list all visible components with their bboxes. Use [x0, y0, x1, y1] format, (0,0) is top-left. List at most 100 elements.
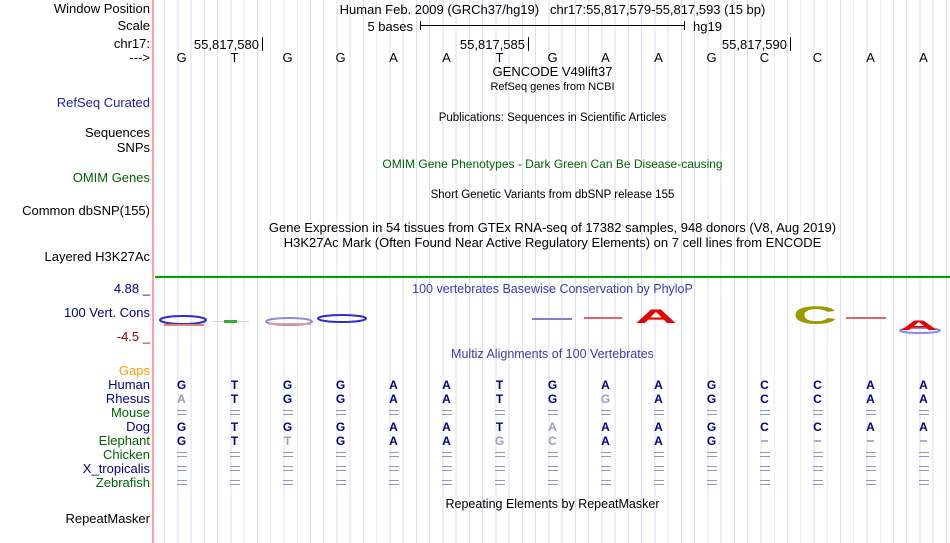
assembly-date-text: Human Feb. 2009 (GRCh37/hg19)	[339, 2, 540, 17]
ruler-tick	[528, 37, 529, 51]
alignment-gap-mark	[229, 480, 240, 485]
left-label-chrom: chr17:	[113, 36, 150, 51]
alignment-gap-mark	[706, 410, 717, 415]
alignment-base: G	[706, 420, 717, 434]
alignment-gap-mark	[759, 480, 770, 485]
alignment-gap-mark	[918, 410, 929, 415]
left-label-cons-track[interactable]: 100 Vert. Cons	[64, 305, 150, 320]
ruler-tick	[262, 37, 263, 51]
center-label-gencode-title[interactable]: GENCODE V49lift37	[492, 64, 613, 79]
species-label-zebrafish[interactable]: Zebrafish	[95, 475, 150, 490]
scale-bar-left-tick	[420, 21, 421, 30]
ruler-base: T	[495, 50, 504, 65]
alignment-dash-mark	[867, 440, 874, 442]
alignment-gap-mark	[335, 466, 346, 471]
center-label-h3k27ac-desc[interactable]: H3K27Ac Mark (Often Found Near Active Re…	[283, 235, 822, 250]
center-label-dbsnp-desc[interactable]: Short Genetic Variants from dbSNP releas…	[430, 189, 675, 201]
alignment-base: A	[866, 378, 875, 392]
left-label-scale-row: Scale	[117, 18, 150, 33]
alignment-gap-mark	[388, 452, 399, 457]
alignment-gap-mark	[282, 480, 293, 485]
position-range-text: chr17:55,817,579-55,817,593 (15 bp)	[549, 2, 766, 17]
alignment-base: G	[335, 434, 346, 448]
left-label-omim-genes[interactable]: OMIM Genes	[72, 170, 150, 185]
alignment-base: A	[654, 420, 663, 434]
alignment-base: A	[548, 420, 557, 434]
alignment-gap-mark	[335, 410, 346, 415]
scale-bar-right-tick	[684, 21, 685, 30]
alignment-base: A	[389, 378, 398, 392]
alignment-base: A	[919, 420, 928, 434]
alignment-gap-mark	[600, 466, 611, 471]
species-label-dog[interactable]: Dog	[126, 419, 150, 434]
left-label-common-dbsnp[interactable]: Common dbSNP(155)	[22, 203, 150, 218]
alignment-base: A	[601, 420, 610, 434]
species-label-chicken[interactable]: Chicken	[103, 447, 150, 462]
species-label-elephant[interactable]: Elephant	[98, 433, 150, 448]
left-label-layered-h3k27ac[interactable]: Layered H3K27Ac	[44, 249, 150, 264]
alignment-dash-mark	[761, 440, 768, 442]
center-label-repeatmasker-desc[interactable]: Repeating Elements by RepeatMasker	[445, 497, 660, 511]
alignment-gap-mark	[865, 410, 876, 415]
left-label-sequences[interactable]: Sequences	[84, 125, 150, 140]
alignment-gap-mark	[441, 466, 452, 471]
alignment-base: A	[654, 434, 663, 448]
alignment-base: C	[548, 434, 557, 448]
alignment-gap-mark	[441, 410, 452, 415]
alignment-base: T	[495, 392, 504, 406]
alignment-base: A	[919, 378, 928, 392]
ruler-base: A	[442, 50, 451, 65]
alignment-base: G	[706, 392, 717, 406]
alignment-base: G	[176, 420, 187, 434]
ruler-base: A	[389, 50, 398, 65]
header-gap	[539, 2, 550, 17]
left-label-refseq-curated[interactable]: RefSeq Curated	[56, 95, 150, 110]
alignment-gap-mark	[282, 452, 293, 457]
center-label-omim-desc[interactable]: OMIM Gene Phenotypes - Dark Green Can Be…	[382, 157, 723, 171]
layered-h3k27ac-signal[interactable]	[155, 276, 950, 278]
left-label-cons-min: -4.5 _	[116, 329, 150, 344]
left-label-snps[interactable]: SNPs	[116, 140, 150, 155]
alignment-gap-mark	[653, 452, 664, 457]
species-label-x_tropicalis[interactable]: X_tropicalis	[82, 461, 150, 476]
alignment-base: A	[389, 434, 398, 448]
species-label-mouse[interactable]: Mouse	[110, 405, 150, 420]
alignment-gap-mark	[706, 466, 717, 471]
ruler-tick	[790, 37, 791, 51]
alignment-base: G	[547, 378, 558, 392]
alignment-gap-mark	[388, 466, 399, 471]
alignment-gap-mark	[918, 466, 929, 471]
alignment-base: A	[389, 420, 398, 434]
alignment-gap-mark	[759, 466, 770, 471]
alignment-base: A	[919, 392, 928, 406]
species-label-gaps[interactable]: Gaps	[118, 363, 150, 378]
alignment-gap-mark	[918, 480, 929, 485]
alignment-gap-mark	[335, 452, 346, 457]
alignment-gap-mark	[759, 410, 770, 415]
ruler-base: G	[335, 50, 346, 65]
center-label-multiz-title[interactable]: Multiz Alignments of 100 Vertebrates	[451, 347, 654, 361]
ruler-base: G	[706, 50, 717, 65]
alignment-base: G	[600, 392, 611, 406]
alignment-base: T	[495, 420, 504, 434]
window-position-header: Human Feb. 2009 (GRCh37/hg19) chr17:55,8…	[155, 2, 950, 17]
center-label-phylop-title[interactable]: 100 vertebrates Basewise Conservation by…	[412, 282, 693, 296]
center-label-refseq-desc[interactable]: RefSeq genes from NCBI	[490, 81, 615, 93]
scale-bases-label: 5 bases	[367, 19, 413, 34]
alignment-gap-mark	[388, 410, 399, 415]
alignment-base: G	[335, 378, 346, 392]
alignment-base: T	[283, 434, 292, 448]
species-label-rhesus[interactable]: Rhesus	[105, 391, 150, 406]
alignment-base: A	[654, 378, 663, 392]
center-label-publications-desc[interactable]: Publications: Sequences in Scientific Ar…	[438, 112, 667, 124]
left-label-repeatmasker[interactable]: RepeatMasker	[65, 511, 150, 526]
ruler-base: T	[230, 50, 239, 65]
alignment-gap-mark	[176, 410, 187, 415]
species-label-human[interactable]: Human	[108, 377, 150, 392]
center-label-gtex-desc[interactable]: Gene Expression in 54 tissues from GTEx …	[268, 220, 837, 235]
alignment-gap-mark	[865, 480, 876, 485]
ruler-base: G	[547, 50, 558, 65]
alignment-gap-mark	[600, 452, 611, 457]
alignment-base: A	[442, 378, 451, 392]
alignment-base: G	[335, 420, 346, 434]
